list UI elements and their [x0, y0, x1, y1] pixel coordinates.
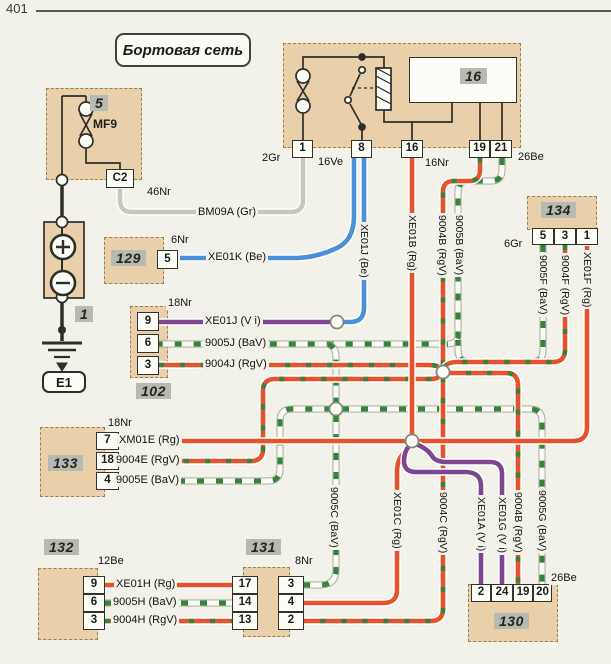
conn-label-8nr: 8Nr [293, 555, 315, 568]
pin-c16-1: 1 [292, 140, 313, 158]
component-16-id: 16 [460, 68, 487, 84]
wire-net-be [180, 158, 368, 326]
wire-label-9004j: 9004J (RgV) [203, 358, 269, 371]
conn-label-6nr: 6Nr [169, 234, 191, 247]
component-102-id: 102 [136, 383, 171, 399]
pin-c5-c2: C2 [106, 169, 134, 188]
wire-label-9005b: 9005B (BaV) [451, 213, 466, 278]
wire-label-9005h: 9005H (BaV) [111, 596, 179, 609]
pin-c134-1: 1 [576, 228, 598, 245]
pin-c131-3: 3 [278, 576, 304, 594]
battery-symbol [43, 185, 85, 341]
diagram-title: Бортовая сеть [115, 33, 251, 67]
pin-c130-2: 2 [471, 584, 491, 602]
pin-c132-9: 9 [83, 576, 105, 594]
wire-label-9004b-2: 9004B (RgV) [510, 490, 525, 555]
pin-c16-19: 19 [469, 140, 490, 158]
pin-c102-3: 3 [137, 356, 159, 375]
wire-label-xe01c: XE01C (Rg) [389, 490, 404, 551]
fuse-mf9-label: MF9 [93, 117, 117, 131]
page-number: 401 [6, 1, 28, 16]
wire-label-xe01g: XE01G (V i) [494, 495, 509, 556]
conn-label-46nr: 46Nr [145, 186, 173, 199]
fuse-mf9-symbol [55, 95, 121, 187]
wire-label-9005e: 9005E (BaV) [114, 474, 181, 487]
splice-rg [404, 433, 420, 449]
pin-c16-8: 8 [351, 140, 372, 158]
conn-label-26be-bottom: 26Be [549, 572, 579, 585]
page-rule [36, 10, 611, 12]
component-131-id: 131 [246, 539, 281, 555]
pin-c16-21: 21 [490, 140, 512, 158]
conn-label-2gr: 2Gr [260, 152, 283, 165]
wire-label-xe01h: XE01H (Rg) [114, 578, 178, 591]
wire-label-xe01a: XE01A (V i) [473, 495, 488, 554]
splice-rgv [435, 364, 451, 380]
pin-c130-20: 20 [533, 584, 552, 602]
wire-label-xe01b: XE01B (Rg) [404, 213, 419, 274]
wire-label-xe01j-be: XE01J (Be) [356, 222, 371, 280]
component-1-id: 1 [75, 306, 94, 322]
wire-label-xm01e: XM01E (Rg) [117, 434, 182, 447]
wire-label-9004b: 9004B (RgV) [434, 213, 449, 278]
pin-c131-2: 2 [278, 612, 304, 630]
pin-c130-24: 24 [491, 584, 513, 602]
pin-c131-13: 13 [232, 612, 258, 630]
conn-label-16ve: 16Ve [316, 156, 346, 169]
wire-label-9005c: 9005C (BaV) [326, 485, 341, 550]
conn-label-6gr: 6Gr [502, 238, 525, 251]
wire-label-9004c: 9004C (RgV) [435, 490, 450, 556]
wire-label-xe01j-vi: XE01J (V i) [203, 315, 263, 328]
conn-label-18nr-102: 18Nr [166, 297, 194, 310]
wire-label-9004h: 9004H (RgV) [111, 614, 180, 627]
pin-c133-18: 18 [96, 452, 119, 470]
conn-label-26be: 26Be [516, 151, 546, 164]
component-134-id: 134 [541, 202, 576, 218]
pin-c132-6: 6 [83, 594, 105, 612]
wire-net-rg [105, 158, 591, 607]
pin-c130-19: 19 [513, 584, 533, 602]
wire-label-9005f: 9005F (BaV) [535, 253, 550, 317]
component-133-id: 133 [48, 455, 83, 471]
wire-label-9005j: 9005J (BaV) [203, 337, 269, 350]
splice-be-vi [329, 314, 345, 330]
component-130-id: 130 [494, 613, 529, 629]
ground-symbol [42, 341, 82, 372]
pin-c102-6: 6 [137, 334, 159, 353]
wire-label-9004e: 9004E (RgV) [114, 454, 182, 467]
relay-symbol [295, 53, 503, 140]
pin-c102-9: 9 [137, 312, 159, 331]
conn-label-18nr-133: 18Nr [106, 417, 134, 430]
splice-bav [328, 401, 344, 417]
wire-bm09a-gr [116, 158, 307, 216]
wire-label-bm09a: BM09A (Gr) [196, 206, 259, 219]
pin-c131-17: 17 [232, 576, 258, 594]
conn-label-12be: 12Be [96, 555, 126, 568]
wire-label-xe01f: XE01F (Rg) [579, 250, 594, 310]
pin-c16-16: 16 [401, 140, 423, 158]
conn-label-16nr: 16Nr [423, 157, 451, 170]
pin-c133-7: 7 [96, 432, 119, 450]
pin-c131-4: 4 [278, 594, 304, 612]
component-5-id: 5 [90, 95, 109, 111]
pin-c131-14: 14 [232, 594, 258, 612]
pin-c134-3: 3 [554, 228, 576, 245]
pin-c129-5: 5 [157, 250, 178, 269]
component-132-id: 132 [44, 539, 79, 555]
ground-e1-label: E1 [42, 371, 86, 393]
wire-label-9004f: 9004F (RgV) [557, 253, 572, 318]
pin-c132-3: 3 [83, 612, 105, 630]
wire-label-9005g: 9005G (BaV) [534, 488, 549, 554]
component-129-id: 129 [111, 250, 146, 266]
pin-c134-5: 5 [532, 228, 554, 245]
wire-net-rgv [105, 158, 569, 625]
wire-label-xe01k: XE01K (Be) [206, 251, 269, 264]
